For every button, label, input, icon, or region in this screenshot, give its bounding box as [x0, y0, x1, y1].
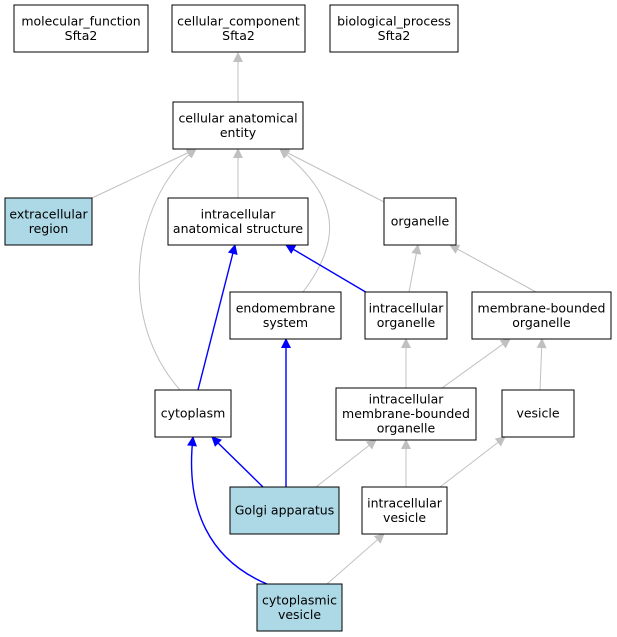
edge-cytoplasm-to-cellular-anatomical-entity	[138, 148, 197, 391]
node-label-line: endomembrane	[236, 300, 336, 315]
node-label-line: extracellular	[9, 206, 88, 221]
edge-endomembrane-system-to-cellular-anatomical-entity	[279, 148, 330, 293]
node-label-line: membrane-bounded	[478, 300, 606, 315]
node-box[interactable]	[13, 4, 149, 53]
node-label-line: biological_process	[337, 13, 451, 28]
edge-intracellular-membrane-bounded-organelle-to-membrane-bounded-organelle	[441, 338, 511, 389]
node-label-line: organelle	[377, 421, 436, 436]
node-label-line: organelle	[377, 315, 436, 330]
edges-layer	[91, 52, 547, 585]
node-label-line: Sfta2	[378, 28, 411, 43]
node-box[interactable]	[229, 486, 340, 535]
node-box[interactable]	[229, 291, 342, 340]
node-label-line: vesicle	[383, 510, 426, 525]
node-label-line: anatomical structure	[173, 221, 303, 236]
node-box[interactable]	[471, 291, 612, 340]
node-label-line: entity	[220, 125, 257, 140]
edge-organelle-to-cellular-anatomical-entity	[279, 148, 385, 203]
edge-intracellular-organelle-to-organelle	[408, 244, 422, 293]
node-box[interactable]	[364, 291, 448, 340]
node-label-line: molecular_function	[21, 13, 140, 28]
node-label-line: intracellular	[369, 392, 445, 407]
edge-golgi-apparatus-to-intracellular-membrane-bounded-organelle	[315, 439, 377, 488]
edge-intracellular-vesicle-to-vesicle	[439, 436, 506, 488]
node-box[interactable]	[167, 197, 309, 246]
node-golgi-apparatus[interactable]: Golgi apparatus	[229, 486, 340, 535]
node-label-line: organelle	[391, 214, 450, 229]
node-box[interactable]	[335, 387, 477, 441]
node-label-line: intracellular	[367, 495, 443, 510]
node-label-line: system	[263, 315, 308, 330]
node-label-line: region	[29, 221, 69, 236]
edge-vesicle-to-membrane-bounded-organelle	[536, 338, 547, 391]
edge-cytoplasm-to-intracellular-anatomical-structure	[197, 244, 238, 391]
node-box[interactable]	[172, 101, 304, 150]
nodes-layer: molecular_functionSfta2cellular_componen…	[4, 4, 612, 632]
node-organelle[interactable]: organelle	[383, 197, 457, 246]
node-label-line: vesicle	[278, 607, 321, 622]
edge-cytoplasmic-vesicle-to-intracellular-vesicle	[326, 533, 385, 585]
edge-extracellular-region-to-cellular-anatomical-entity	[91, 148, 197, 199]
node-box[interactable]	[383, 197, 457, 246]
node-box[interactable]	[154, 389, 232, 438]
edge-intracellular-organelle-to-intracellular-anatomical-structure	[285, 244, 370, 295]
node-box[interactable]	[4, 197, 93, 246]
node-label-line: cellular anatomical	[178, 110, 297, 125]
node-label-line: organelle	[512, 315, 571, 330]
edge-golgi-apparatus-to-cytoplasm	[211, 436, 264, 488]
edge-cytoplasmic-vesicle-to-cytoplasm	[187, 436, 268, 585]
node-box[interactable]	[329, 4, 459, 53]
node-vesicle[interactable]: vesicle	[501, 389, 575, 438]
node-label-line: membrane-bounded	[342, 406, 470, 421]
node-box[interactable]	[256, 583, 343, 632]
edge-membrane-bounded-organelle-to-organelle	[449, 244, 537, 293]
node-label-line: vesicle	[516, 406, 559, 421]
node-label-line: Golgi apparatus	[235, 503, 335, 518]
node-label-line: Sfta2	[222, 28, 255, 43]
node-box[interactable]	[171, 4, 306, 53]
node-label-line: cytoplasmic	[262, 592, 337, 607]
node-label-line: Sfta2	[65, 28, 98, 43]
node-label-line: intracellular	[201, 206, 277, 221]
node-cytoplasm[interactable]: cytoplasm	[154, 389, 232, 438]
node-box[interactable]	[361, 486, 448, 535]
node-label-line: cytoplasm	[161, 406, 226, 421]
node-label-line: cellular_component	[177, 13, 300, 28]
node-label-line: intracellular	[369, 300, 445, 315]
node-box[interactable]	[501, 389, 575, 438]
